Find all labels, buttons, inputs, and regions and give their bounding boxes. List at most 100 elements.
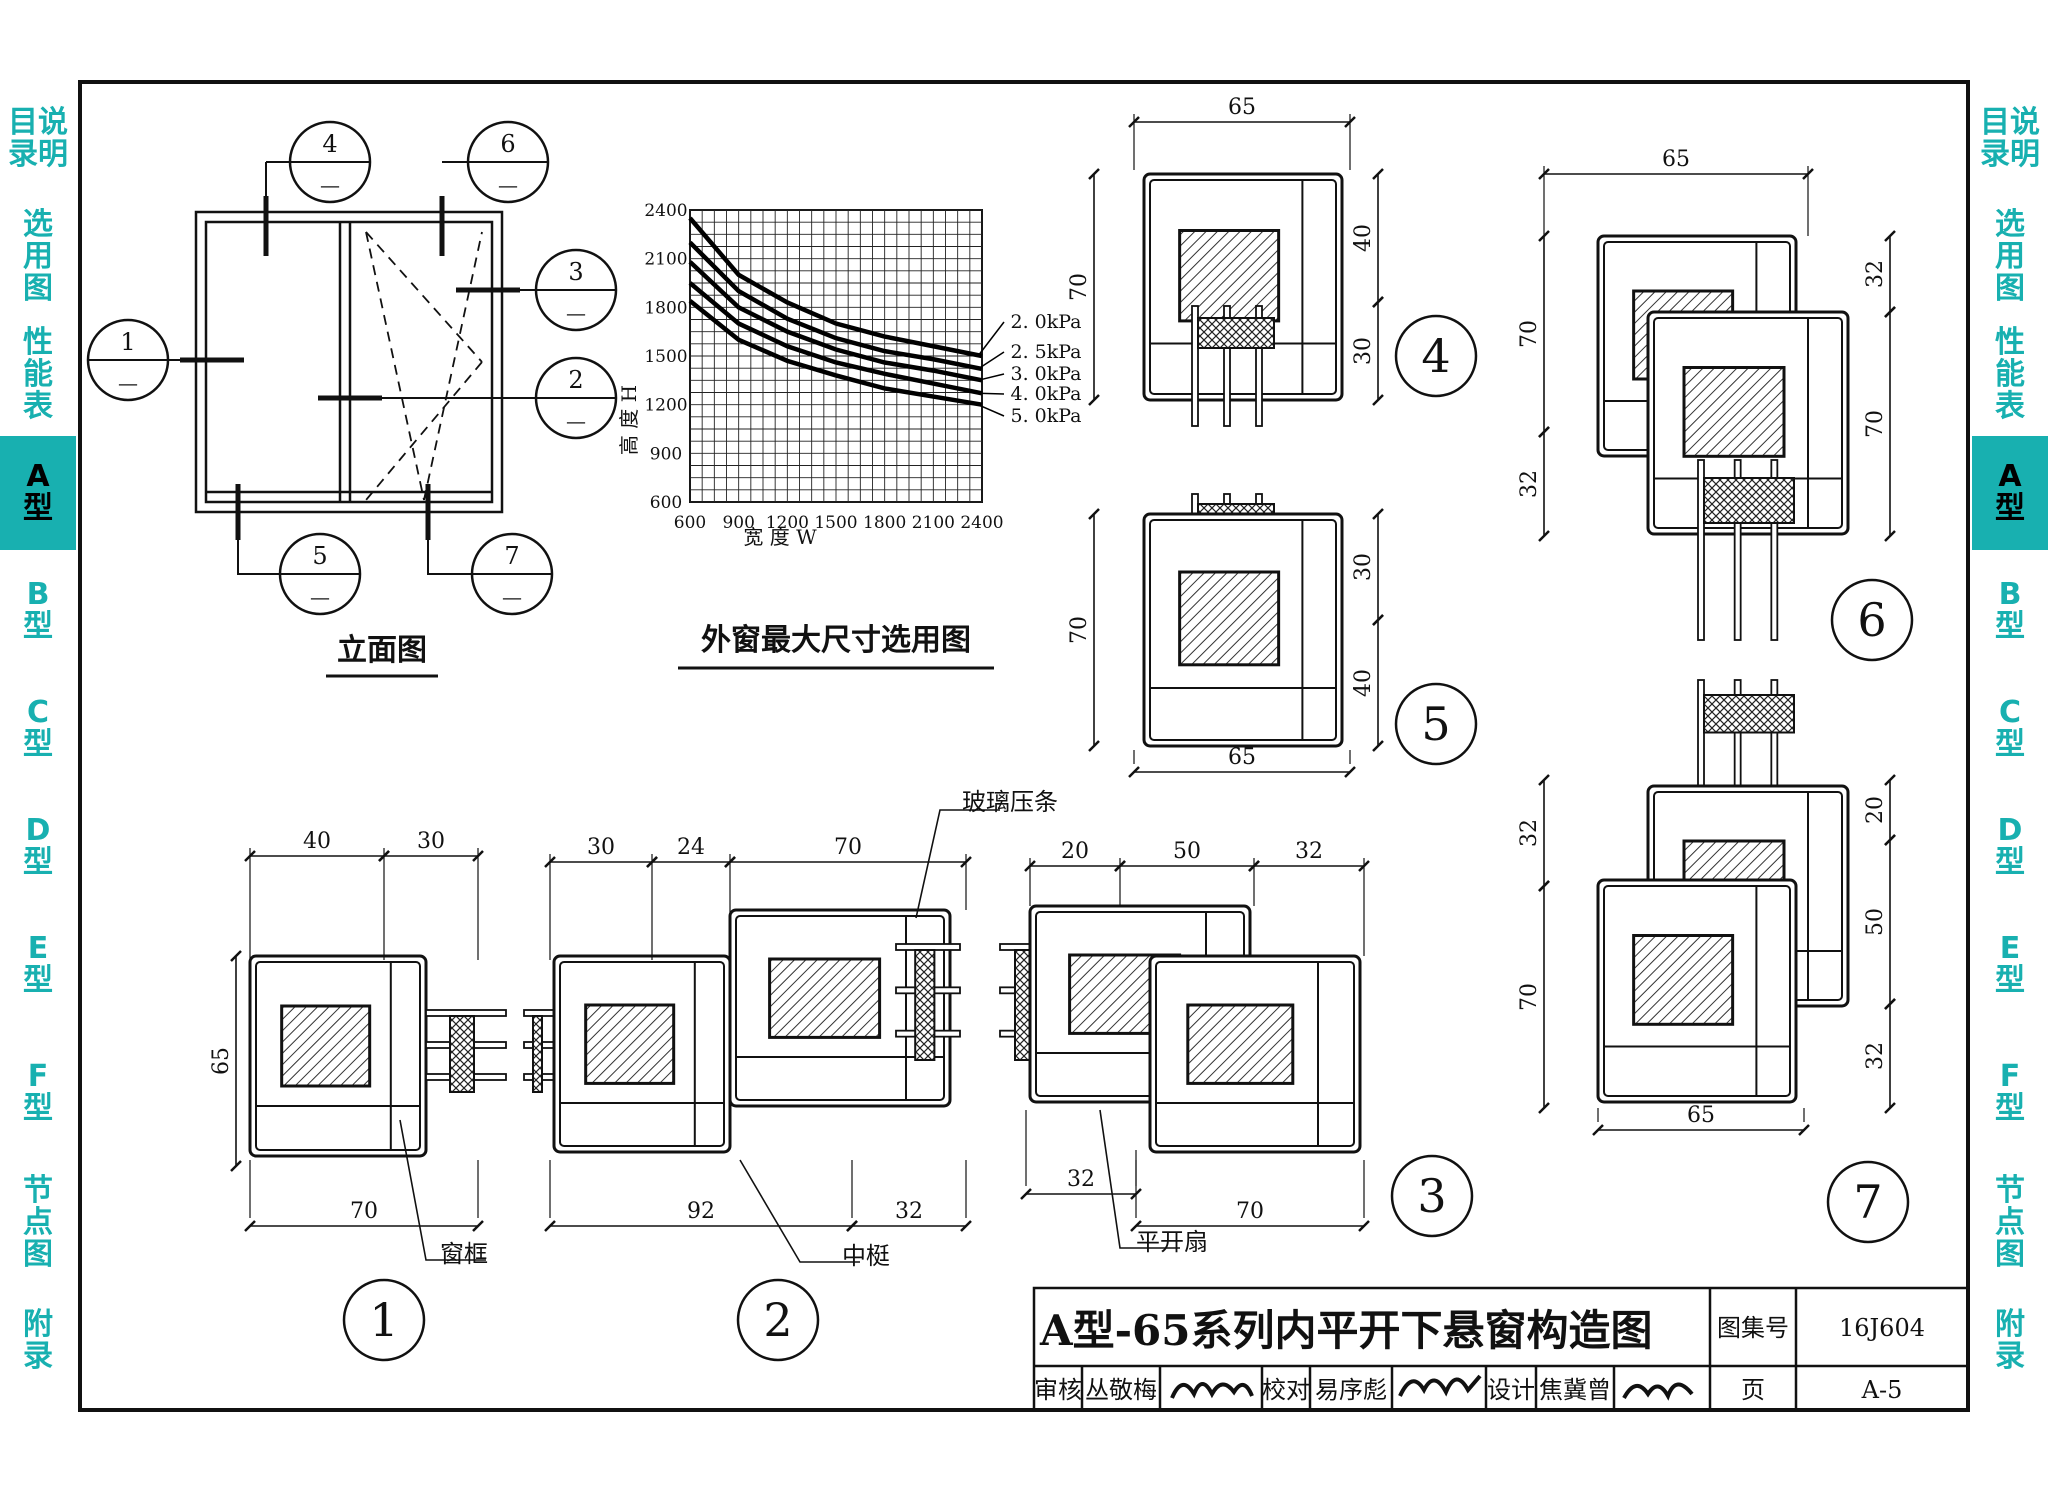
side-tab-11[interactable]: 附 录 xyxy=(1972,1286,2048,1400)
callout-number: 6 xyxy=(500,130,515,158)
side-tab-label: 附 录 xyxy=(1995,1307,2025,1374)
side-tab-6[interactable]: C 型 xyxy=(1972,672,2048,790)
dimension-label: 32 xyxy=(895,1199,923,1224)
series-leader xyxy=(977,392,1005,395)
elevation-drawing xyxy=(158,161,536,575)
side-tab-5[interactable]: B 型 xyxy=(1972,554,2048,672)
series-label: 4. 0kPa xyxy=(1010,383,1081,405)
detail-number: 1 xyxy=(369,1293,398,1347)
dimension-label: 30 xyxy=(587,835,615,860)
series-leader xyxy=(977,321,1005,357)
series-line-1 xyxy=(688,216,983,359)
side-tab-4[interactable]: A 型 xyxy=(1972,436,2048,554)
x-tick-label: 1500 xyxy=(814,513,857,533)
dimension-label: 32 xyxy=(1517,470,1542,498)
glazing-bead-label: 玻璃压条 xyxy=(962,788,1058,816)
dimension-label: 32 xyxy=(1295,839,1323,864)
callout-sub: — xyxy=(502,585,522,609)
side-tab-label: D 型 xyxy=(1995,813,2025,880)
dimension-label: 32 xyxy=(1863,260,1888,288)
side-tab-9[interactable]: F 型 xyxy=(0,1026,76,1164)
side-tab-10[interactable]: 节 点 图 xyxy=(0,1164,76,1286)
dimension-label: 70 xyxy=(834,835,862,860)
side-tab-8[interactable]: E 型 xyxy=(1972,908,2048,1026)
callout-5: 5— xyxy=(278,532,362,616)
x-tick-label: 900 xyxy=(722,513,754,533)
dimension-label: 32 xyxy=(1517,819,1542,847)
dimension-label: 30 xyxy=(417,829,445,854)
side-tab-6[interactable]: C 型 xyxy=(0,672,76,790)
check-name: 易序彪 xyxy=(1315,1376,1387,1404)
dimension-label: 32 xyxy=(1863,1042,1888,1070)
callout-1: 1— xyxy=(86,318,170,402)
dimension-label: 92 xyxy=(687,1199,715,1224)
side-tab-label: 目说 录明 xyxy=(1980,105,2040,172)
callout-number: 2 xyxy=(568,366,583,394)
side-tab-3[interactable]: 性 能 表 xyxy=(1972,318,2048,436)
callout-sub: — xyxy=(118,371,138,395)
callout-6: 6— xyxy=(466,120,550,204)
x-axis-label: 宽 度 W xyxy=(743,525,817,549)
dimension-label: 40 xyxy=(1351,669,1376,697)
side-tab-7[interactable]: D 型 xyxy=(1972,790,2048,908)
series-leader xyxy=(977,351,1005,370)
atlas-number: 16J604 xyxy=(1839,1314,1925,1342)
side-tab-3[interactable]: 性 能 表 xyxy=(0,318,76,436)
side-tab-label: 性 能 表 xyxy=(23,325,53,424)
side-tab-9[interactable]: F 型 xyxy=(1972,1026,2048,1164)
side-tab-5[interactable]: B 型 xyxy=(0,554,76,672)
side-tab-label: 性 能 表 xyxy=(1995,325,2025,424)
detail-number: 7 xyxy=(1853,1175,1882,1229)
dimension-label: 20 xyxy=(1061,839,1089,864)
dimension-label: 50 xyxy=(1173,839,1201,864)
dimension-label: 65 xyxy=(1662,147,1690,172)
dimension-label: 30 xyxy=(1351,337,1376,365)
glazing-unit xyxy=(425,1009,507,1093)
check-label: 校对 xyxy=(1262,1376,1310,1404)
profile-section xyxy=(552,954,732,1154)
frame-label: 窗框 xyxy=(440,1240,488,1268)
dimension-label: 70 xyxy=(1517,983,1542,1011)
series-leader xyxy=(977,403,1005,417)
dimension-label: 70 xyxy=(1863,410,1888,438)
dimension-label: 40 xyxy=(1351,224,1376,252)
callout-7: 7— xyxy=(470,532,554,616)
x-tick-label: 2400 xyxy=(960,513,1003,533)
callout-sub: — xyxy=(566,409,586,433)
side-tab-4[interactable]: A 型 xyxy=(0,436,76,554)
page-label: 页 xyxy=(1741,1376,1765,1404)
side-tab-2[interactable]: 选 用 图 xyxy=(0,200,76,318)
x-tick-label: 2100 xyxy=(912,513,955,533)
side-tab-label: B 型 xyxy=(23,577,53,644)
side-tab-1[interactable]: 目说 录明 xyxy=(1972,82,2048,200)
dimension-label: 70 xyxy=(1067,616,1092,644)
signature-marks xyxy=(1170,1374,1694,1401)
callout-number: 3 xyxy=(568,258,583,286)
side-tab-10[interactable]: 节 点 图 xyxy=(1972,1164,2048,1286)
side-tab-11[interactable]: 附 录 xyxy=(0,1286,76,1400)
side-tab-2[interactable]: 选 用 图 xyxy=(1972,200,2048,318)
callout-3: 3— xyxy=(534,248,618,332)
title-block xyxy=(1032,1286,1970,1412)
profile-section xyxy=(1148,954,1362,1154)
callout-sub: — xyxy=(320,173,340,197)
detail-number: 5 xyxy=(1421,697,1450,751)
dimension-label: 65 xyxy=(1687,1103,1715,1128)
callout-4: 4— xyxy=(288,120,372,204)
glazing-unit xyxy=(895,943,961,1061)
series-line-5 xyxy=(688,299,983,407)
sheet-border xyxy=(78,80,1970,1412)
side-tab-1[interactable]: 目说 录明 xyxy=(0,82,76,200)
y-tick-label: 2400 xyxy=(644,201,687,221)
profile-section xyxy=(248,954,428,1158)
page-number: A-5 xyxy=(1861,1376,1903,1404)
callout-number: 7 xyxy=(504,542,519,570)
series-label: 2. 5kPa xyxy=(1010,341,1081,363)
side-tab-label: 选 用 图 xyxy=(23,207,53,306)
side-tab-7[interactable]: D 型 xyxy=(0,790,76,908)
dimension-label: 24 xyxy=(677,835,705,860)
side-tab-8[interactable]: E 型 xyxy=(0,908,76,1026)
side-tab-label: C 型 xyxy=(1995,695,2025,762)
